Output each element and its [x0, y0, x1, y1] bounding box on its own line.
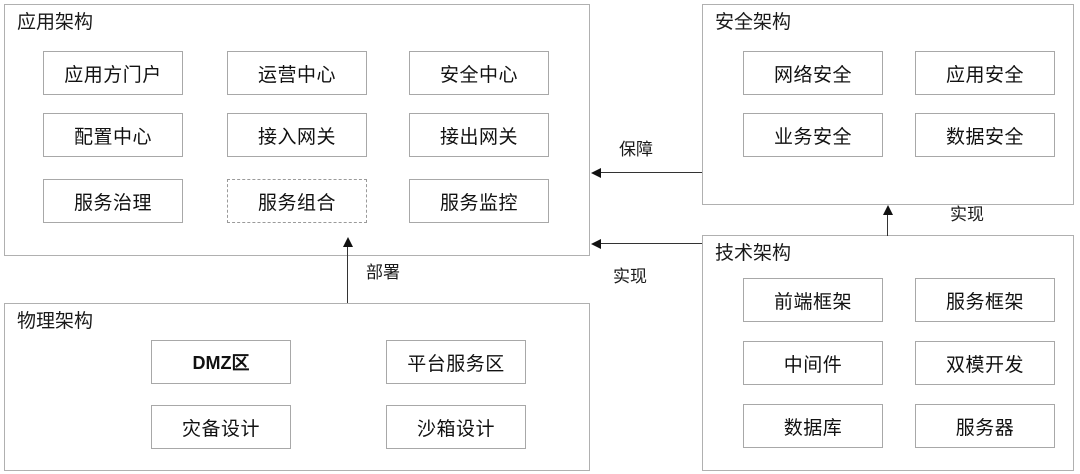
connector-label-shixian-security: 实现 — [950, 205, 984, 224]
node-sandbox-design[interactable]: 沙箱设计 — [386, 405, 526, 449]
panel-title-physical: 物理架构 — [17, 311, 94, 332]
panel-technical-architecture: 技术架构 前端框架 服务框架 中间件 双模开发 数据库 服务器 — [702, 235, 1074, 471]
connector-technical-to-application-arrowhead — [591, 239, 601, 249]
node-application-portal[interactable]: 应用方门户 — [43, 51, 183, 95]
panel-title-technical: 技术架构 — [715, 243, 792, 264]
panel-title-application: 应用架构 — [17, 12, 94, 33]
connector-label-baozhang: 保障 — [619, 140, 653, 159]
node-egress-gateway[interactable]: 接出网关 — [409, 113, 549, 157]
node-platform-service-zone[interactable]: 平台服务区 — [386, 340, 526, 384]
node-business-security[interactable]: 业务安全 — [743, 113, 883, 157]
node-service-monitoring[interactable]: 服务监控 — [409, 179, 549, 223]
node-network-security[interactable]: 网络安全 — [743, 51, 883, 95]
node-middleware[interactable]: 中间件 — [743, 341, 883, 385]
connector-technical-to-security-line — [887, 213, 888, 236]
connector-label-bushu: 部署 — [366, 263, 400, 282]
node-frontend-framework[interactable]: 前端框架 — [743, 278, 883, 322]
connector-technical-to-security-arrowhead — [883, 205, 893, 215]
node-ingress-gateway[interactable]: 接入网关 — [227, 113, 367, 157]
connector-label-shixian-application: 实现 — [613, 267, 647, 286]
node-service-framework[interactable]: 服务框架 — [915, 278, 1055, 322]
node-server[interactable]: 服务器 — [915, 404, 1055, 448]
panel-title-security: 安全架构 — [715, 12, 792, 33]
connector-physical-to-application-line — [347, 245, 348, 303]
node-dmz-zone[interactable]: DMZ区 — [151, 340, 291, 384]
panel-physical-architecture: 物理架构 DMZ区 平台服务区 灾备设计 沙箱设计 — [4, 303, 590, 471]
node-database[interactable]: 数据库 — [743, 404, 883, 448]
node-operation-center[interactable]: 运营中心 — [227, 51, 367, 95]
node-bimodal-development[interactable]: 双模开发 — [915, 341, 1055, 385]
connector-security-to-application-line — [601, 172, 702, 173]
panel-security-architecture: 安全架构 网络安全 应用安全 业务安全 数据安全 — [702, 4, 1074, 205]
node-disaster-recovery-design[interactable]: 灾备设计 — [151, 405, 291, 449]
node-service-governance[interactable]: 服务治理 — [43, 179, 183, 223]
panel-application-architecture: 应用架构 应用方门户 运营中心 安全中心 配置中心 接入网关 接出网关 服务治理… — [4, 4, 590, 256]
connector-security-to-application-arrowhead — [591, 168, 601, 178]
node-config-center[interactable]: 配置中心 — [43, 113, 183, 157]
node-security-center[interactable]: 安全中心 — [409, 51, 549, 95]
node-service-composition[interactable]: 服务组合 — [227, 179, 367, 223]
node-application-security[interactable]: 应用安全 — [915, 51, 1055, 95]
connector-physical-to-application-arrowhead — [343, 237, 353, 247]
node-data-security[interactable]: 数据安全 — [915, 113, 1055, 157]
connector-technical-to-application-line — [601, 243, 702, 244]
